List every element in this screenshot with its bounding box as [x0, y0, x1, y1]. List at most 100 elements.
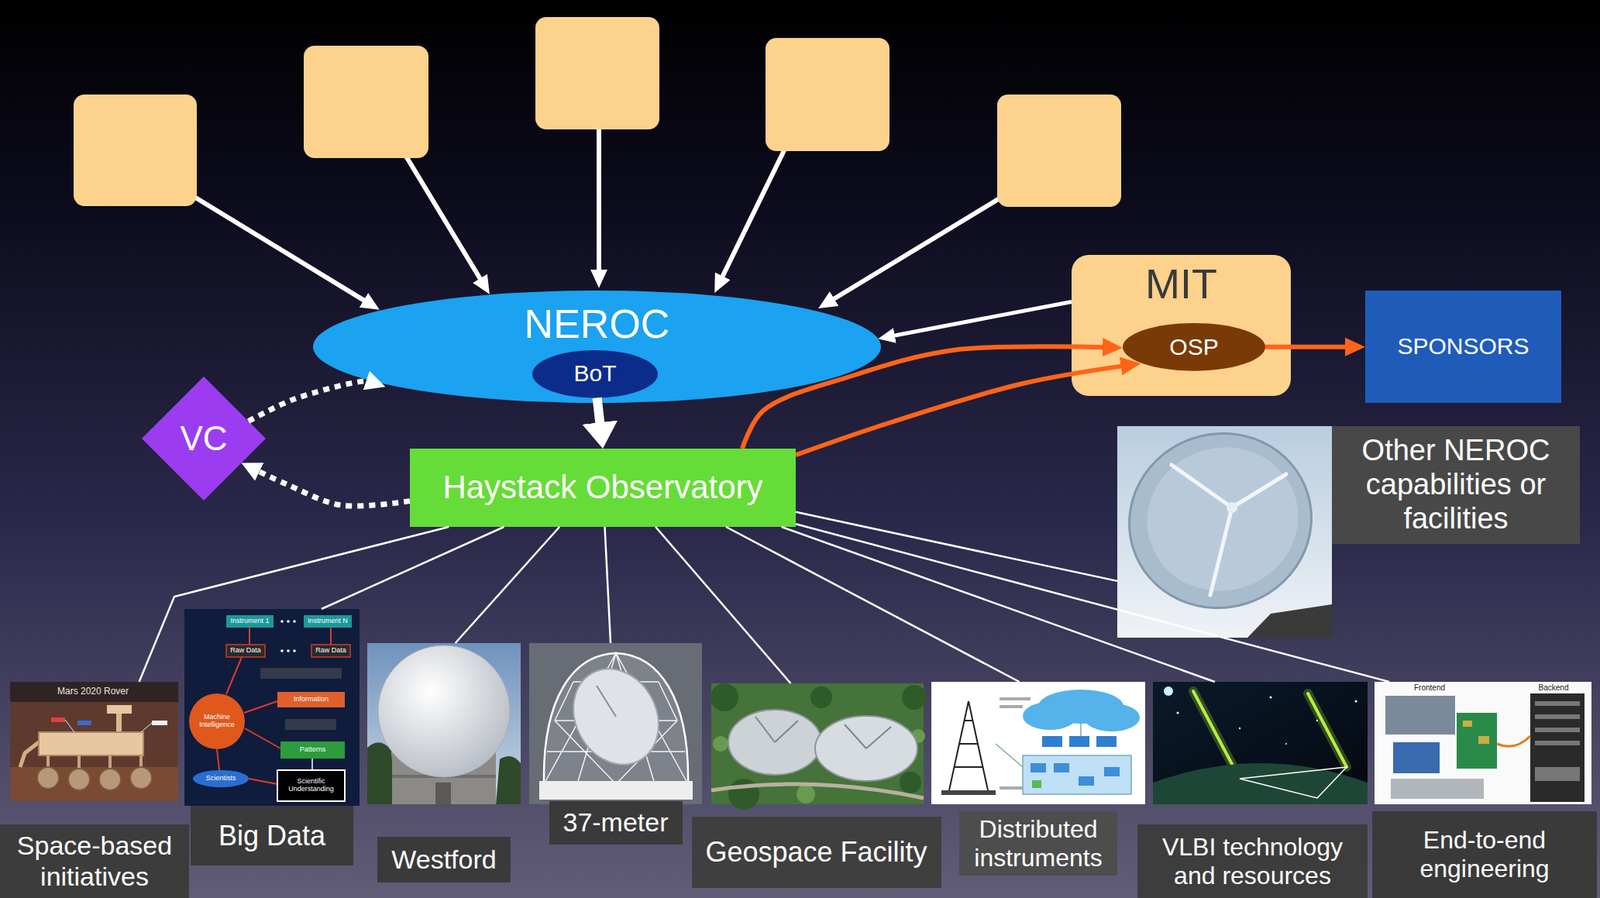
radome-photo [435, 782, 451, 805]
hardware-picture [1462, 720, 1473, 727]
vlbi-picture [1152, 681, 1368, 805]
rover-picture [99, 768, 121, 791]
sensor-network-picture [999, 786, 1027, 790]
vlbi-picture [1152, 681, 1368, 805]
aerial-photo [866, 726, 892, 749]
geodesic-dome-picture [529, 643, 702, 805]
aerial-photo [712, 736, 729, 752]
sensor-network-picture [1022, 701, 1077, 730]
sensor-network-picture [1022, 755, 1132, 795]
empty-box [997, 94, 1122, 207]
geodesic-dome-picture [547, 750, 685, 753]
sensor-network-picture [931, 681, 1146, 805]
sponsor-box-fill [1365, 290, 1562, 403]
flow-arrow [889, 301, 1072, 337]
hardware-picture [1496, 736, 1531, 747]
sensor-network-picture [968, 701, 988, 791]
aerial-photo [711, 683, 924, 805]
rover-picture [77, 755, 81, 771]
data-flow-picture [244, 701, 278, 713]
sensor-network-picture [1080, 723, 1082, 737]
node-label: NEROC [524, 301, 671, 348]
input-arrow [596, 123, 602, 276]
office-ellipse: OSP [1122, 323, 1266, 372]
data-flow-picture [184, 609, 360, 806]
data-flow-picture [286, 619, 290, 623]
picture-caption-box: Instrument 1 [226, 615, 274, 628]
sensor-network-picture [949, 701, 969, 791]
aerial-photo [796, 784, 816, 804]
sensor-network-picture [954, 766, 983, 768]
data-flow-picture [277, 770, 345, 802]
caption-plate: Other NEROC capabilities or facilities [1331, 426, 1580, 544]
flow-arrow [795, 365, 1127, 456]
flow-arrow [254, 468, 410, 506]
data-flow-picture [260, 667, 342, 679]
rover-picture [68, 768, 90, 791]
dish-photo [1128, 427, 1317, 611]
picture-caption: Raw Data [315, 646, 347, 655]
institute-box: OSPMIT [1071, 254, 1291, 396]
dish-photo [1231, 474, 1287, 508]
rover-picture [51, 717, 66, 723]
hardware-picture [1534, 701, 1580, 782]
data-flow-picture [280, 649, 284, 653]
vlbi-picture [1238, 727, 1241, 730]
picture-caption-box: Instrument N [303, 615, 352, 628]
node-label: VC [179, 419, 228, 459]
picture-caption: Scientific Understanding [277, 777, 345, 794]
dish-photo [1171, 464, 1232, 508]
rover-picture [77, 720, 92, 726]
data-flow-picture [244, 728, 281, 749]
org-ellipse-fill [313, 290, 881, 403]
dish-photo [1226, 502, 1238, 513]
rover-picture [65, 719, 75, 733]
radome-photo [392, 742, 496, 805]
aerial-photo [710, 683, 927, 810]
data-flow-picture [226, 657, 242, 695]
facility-panel: End-to-end engineering [1372, 681, 1597, 898]
input-arrow [402, 151, 483, 284]
dish-photo [1106, 409, 1335, 632]
radome-photo [378, 645, 510, 778]
caption-plate: Big Data [190, 805, 354, 866]
aerial-photo [712, 729, 926, 804]
geodesic-dome-picture [543, 653, 689, 785]
link-line [139, 526, 450, 682]
aerial-photo [810, 686, 833, 709]
picture-caption: Mars 2020 Rover [57, 686, 129, 697]
hardware-picture [1374, 681, 1592, 805]
radome-photo [367, 643, 521, 805]
vlbi-picture [1355, 700, 1358, 703]
vlbi-picture [1193, 691, 1240, 779]
input-arrow [829, 193, 1009, 302]
sensor-network-picture [1069, 736, 1090, 747]
sensor-network-picture [941, 790, 996, 795]
data-flow-picture [248, 778, 278, 785]
picture-caption-box: Raw Data [311, 644, 351, 658]
dish-photo [1247, 604, 1332, 638]
aerial-photo [728, 709, 822, 775]
data-flow-picture [286, 649, 290, 653]
link-line [321, 526, 505, 610]
data-flow-picture [189, 693, 245, 750]
rover-picture [141, 722, 152, 733]
flow-arrow [1265, 344, 1352, 350]
hardware-picture [1456, 712, 1497, 769]
picture-caption: Information [293, 695, 329, 704]
sensor-network-picture [963, 719, 974, 722]
sensor-network-picture [999, 705, 1023, 709]
rover-picture [130, 767, 152, 789]
data-flow-picture [216, 627, 331, 785]
rover-picture [139, 755, 143, 769]
picture-caption-box: Frontend [1400, 682, 1459, 693]
empty-box [303, 45, 429, 159]
data-flow-picture [280, 741, 345, 759]
hardware-picture [1393, 742, 1440, 774]
geodesic-dome-picture [573, 681, 659, 683]
caption-plate: 37-meter [549, 801, 683, 845]
vlbi-picture [1307, 693, 1347, 768]
rover-picture [106, 705, 132, 714]
vlbi-picture [1316, 719, 1318, 722]
